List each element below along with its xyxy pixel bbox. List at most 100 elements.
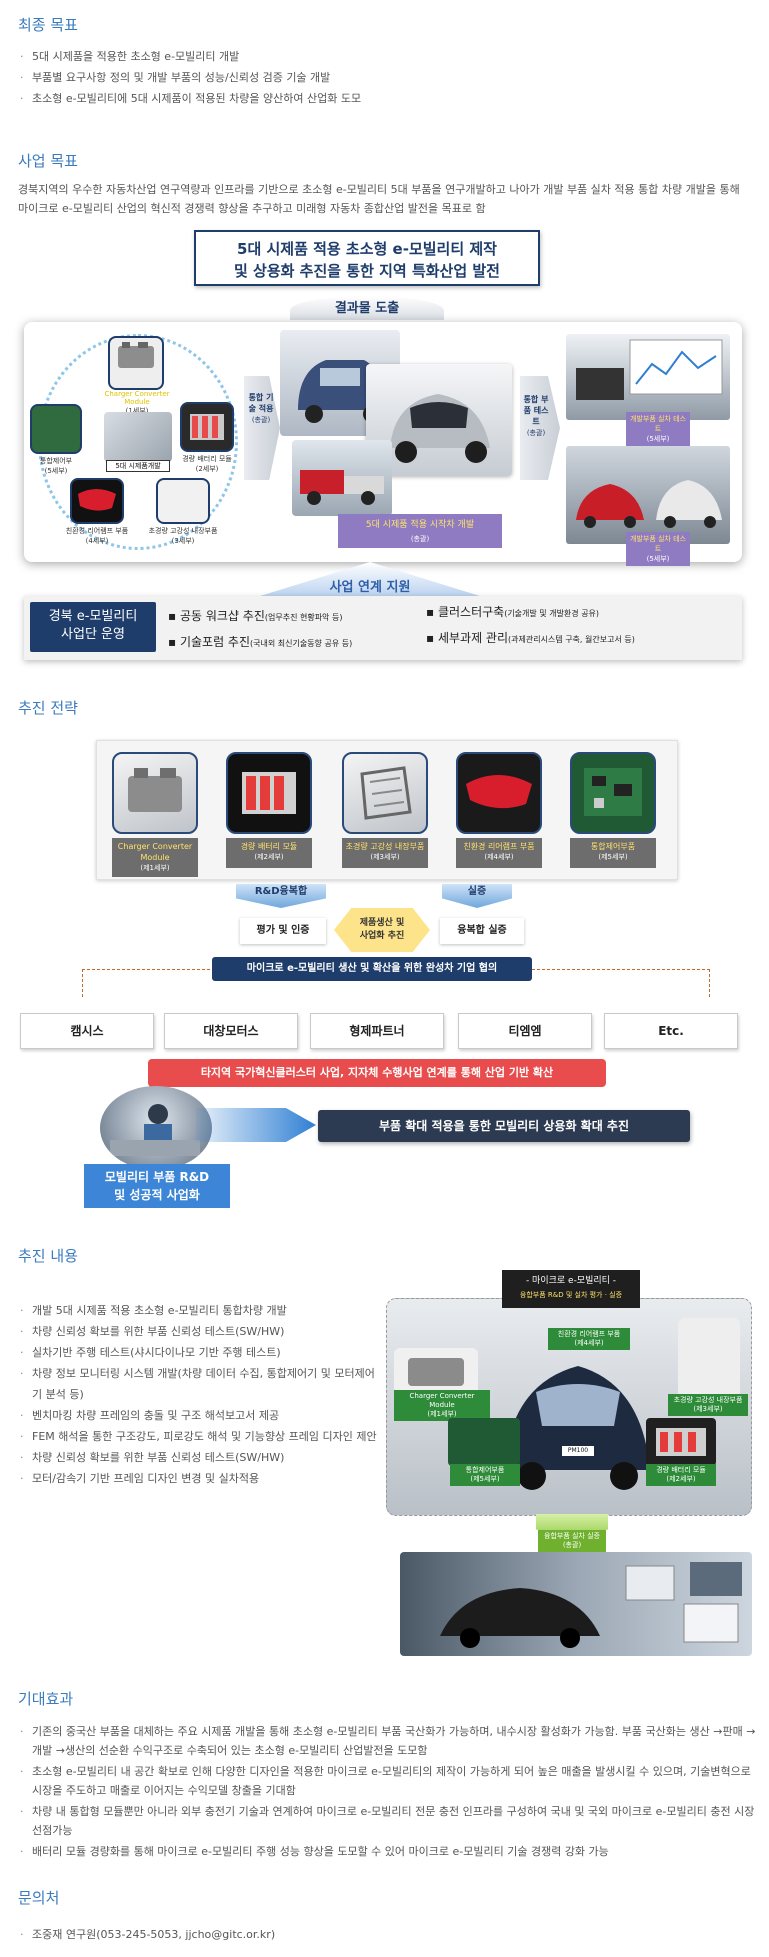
part-caption: 친환경 리어램프 부품(제4세부) [456, 838, 542, 868]
controller-image [570, 752, 656, 834]
company-box: 형제파트너 [310, 1013, 444, 1049]
list-item: 부품별 요구사항 정의 및 개발 부품의 성능/신뢰성 검증 기술 개발 [18, 67, 361, 88]
battery-image [646, 1418, 716, 1466]
operation-label: 경북 e-모빌리티 사업단 운영 [30, 602, 156, 652]
consultation-label: 마이크로 e-모빌리티 생산 및 확산을 위한 완성차 기업 협의 [212, 957, 532, 981]
rd-photo [100, 1086, 212, 1170]
list-item: 초소형 e-모빌리티에 5대 시제품이 적용된 차량을 양산하여 산업화 도모 [18, 88, 361, 109]
right-bottom-label: 개발부품 실차 테스트 (5세부) [626, 532, 690, 566]
list-item: 모터/감속기 기반 프레임 디자인 변경 및 실차적용 [18, 1468, 378, 1489]
list-item: 실차기반 주행 테스트(샤시다이나모 기반 주행 테스트) [18, 1342, 378, 1363]
section-title-strategy: 추진 전략 [18, 699, 78, 717]
eval-label: 평가 및 인증 [240, 918, 326, 944]
vehicle-image-truck [292, 440, 392, 516]
test-image-vehicle [566, 446, 730, 544]
worker-icon [110, 1104, 200, 1156]
content-figure-title: - 마이크로 e-모빌리티 - 융합부품 R&D 및 실차 평가 · 실증 [502, 1270, 640, 1308]
list-item: 초소형 e-모빌리티 내 공간 확보로 인해 다양한 디자인을 적용한 마이크로… [18, 1762, 758, 1800]
battery-icon [190, 414, 224, 440]
content-car [486, 1330, 666, 1500]
battery-image [226, 752, 312, 834]
figure-label: 통합제어부품(제5세부) [450, 1464, 520, 1486]
list-item: 차량 정보 모니터링 시스템 개발(차량 데이터 수집, 통합제어기 및 모터제… [18, 1363, 378, 1405]
support-item: ▪ 세부과제 관리(과제관리시스템 구축, 월간보고서 등) [426, 631, 635, 645]
support-label: 사업 연계 지원 [329, 580, 411, 595]
company-box: 캠시스 [20, 1013, 154, 1049]
controller-image [448, 1418, 520, 1466]
figure-label: 경량 배터리 모듈(제2세부) [646, 1464, 716, 1486]
company-box: Etc. [604, 1013, 738, 1049]
strategy-part-card: Charger Converter Module(제1세부) [112, 752, 198, 877]
company-box: 대창모터스 [164, 1013, 298, 1049]
component-label: 통합제어부 (5세부) [39, 457, 73, 475]
part-caption: 통합제어부품(제5세부) [570, 838, 656, 868]
prototype-center-image [104, 412, 172, 462]
charger-icon [408, 1358, 464, 1386]
lamp-image [456, 752, 542, 834]
charger-image [394, 1348, 478, 1394]
figure-label: 친환경 리어램프 부품(제4세부) [548, 1328, 630, 1350]
component-label: 경량 배터리 모듈 (2세부) [182, 455, 232, 473]
component-label-text: Charger Converter Module [104, 390, 170, 406]
integration-apply-label: 통합 기술 적용 (총괄) [248, 393, 274, 424]
diagram-headline-line1: 5대 시제품 적용 초소형 e-모빌리티 제작 [237, 240, 497, 258]
list-item: 벤치마킹 차량 프레임의 충돌 및 구조 해석보고서 제공 [18, 1405, 378, 1426]
car-plate: PM100 [567, 1447, 589, 1454]
content-list: 개발 5대 시제품 적용 초소형 e-모빌리티 통합차량 개발 차량 신뢰성 확… [18, 1300, 378, 1489]
seat-frame-icon [360, 766, 412, 820]
component-label: 초경량 고강성 내장부품 (3세부) [148, 527, 218, 545]
test-image-software [566, 334, 730, 420]
component-battery-image [180, 402, 234, 452]
figure-bottom-label: 융합부품 실차 실증(총괄) [538, 1530, 606, 1552]
strategy-part-card: 경량 배터리 모듈(제2세부) [226, 752, 312, 868]
list-item: 배터리 모듈 경량화를 통해 마이크로 e-모빌리티 주행 성능 향상을 도모할… [18, 1842, 758, 1861]
component-label: Charger Converter Module (1세부) [96, 390, 178, 416]
diagram-headline-line2: 및 상용화 추진을 통한 지역 특화산업 발전 [234, 262, 500, 280]
part-caption: 초경량 고강성 내장부품(제3세부) [342, 838, 428, 868]
test-photos-strip [400, 1552, 752, 1656]
right-arrow-icon [196, 1108, 316, 1142]
charger-icon [128, 768, 182, 812]
rear-lamp-icon [466, 775, 532, 809]
figure-label: 초경량 고강성 내장부품(제3세부) [668, 1394, 748, 1416]
rd-business-label: 모빌리티 부품 R&D 및 성공적 사업화 [84, 1164, 230, 1208]
result-label: 결과물 도출 [290, 296, 444, 320]
car-icon [504, 1366, 650, 1490]
right-top-label: 개발부품 실차 테스트 (5세부) [626, 412, 690, 446]
strategy-part-card: 초경량 고강성 내장부품(제3세부) [342, 752, 428, 868]
rear-lamp-icon [78, 489, 116, 511]
charger-image [112, 752, 198, 834]
part-caption: Charger Converter Module(제1세부) [112, 838, 198, 877]
support-items-left: ▪ 공동 워크샵 추진(업무추진 현황파악 등) ▪ 기술포럼 추진(국내외 최… [168, 604, 352, 656]
support-item: ▪ 기술포럼 추진(국내외 최신기술동향 공유 등) [168, 635, 353, 649]
car-icon [390, 394, 490, 463]
support-item: ▪ 공동 워크샵 추진(업무추진 현황파악 등) [168, 609, 343, 623]
charger-icon [118, 342, 154, 368]
contact-item[interactable]: 조중재 연구원(053-245-5053, jjcho@gitc.or.kr) [18, 1924, 275, 1945]
truck-icon [300, 470, 384, 505]
center-prototype-label: 5대 시제품 적용 시작차 개발 (총괄) [338, 514, 502, 548]
circuit-board-icon [584, 768, 642, 816]
list-item: 기존의 중국산 부품을 대체하는 주요 시제품 개발을 통해 초소형 e-모빌리… [18, 1722, 758, 1760]
commercial-label: 부품 확대 적용을 통한 모빌리티 상용화 확대 추진 [318, 1110, 690, 1142]
integration-test-label: 통합 부품 테스트 (총괄) [523, 395, 549, 437]
list-item: 5대 시제품을 적용한 초소형 e-모빌리티 개발 [18, 46, 361, 67]
list-item: 차량 내 통합형 모듈뿐만 아니라 외부 충전기 기술과 연계하여 마이크로 e… [18, 1802, 758, 1840]
section-title-business-goal: 사업 목표 [18, 152, 78, 170]
final-goal-list: 5대 시제품을 적용한 초소형 e-모빌리티 개발 부품별 요구사항 정의 및 … [18, 46, 361, 109]
list-item: 개발 5대 시제품 적용 초소형 e-모빌리티 통합차량 개발 [18, 1300, 378, 1321]
section-title-content: 추진 내용 [18, 1247, 78, 1265]
list-item: 차량 신뢰성 확보를 위한 부품 신뢰성 테스트(SW/HW) [18, 1447, 378, 1468]
rd-arrow: R&D융복합 [236, 884, 326, 908]
monitor-icon [576, 339, 723, 400]
effects-list: 기존의 중국산 부품을 대체하는 주요 시제품 개발을 통해 초소형 e-모빌리… [18, 1722, 758, 1861]
support-item: ▪ 클러스터구축(기술개발 및 개발환경 공유) [426, 605, 600, 619]
section-title-effects: 기대효과 [18, 1690, 74, 1708]
test-label: 실증 [467, 886, 487, 897]
part-caption: 경량 배터리 모듈(제2세부) [226, 838, 312, 868]
section-title-contact: 문의처 [18, 1889, 60, 1907]
interior-image [678, 1318, 740, 1398]
company-box: 티엠엠 [458, 1013, 592, 1049]
figure-label: Charger Converter Module(제1세부) [394, 1390, 490, 1421]
component-lamp-image [70, 478, 124, 524]
